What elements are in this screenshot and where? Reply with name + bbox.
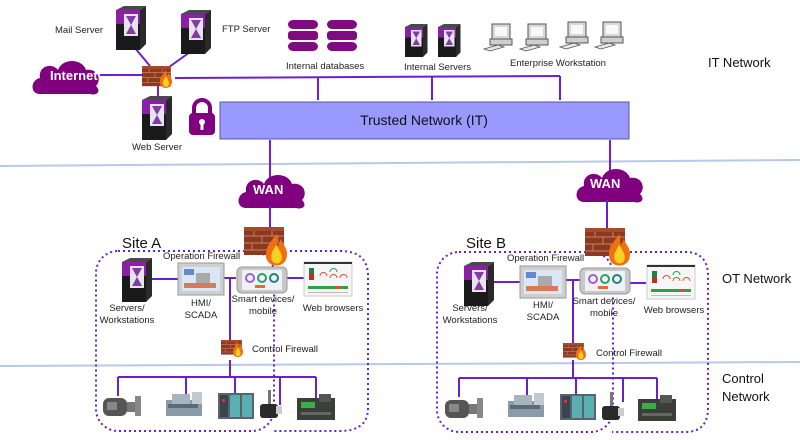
zone-label-ot: OT Network: [722, 271, 792, 286]
zone-label-control-line2: Network: [722, 389, 770, 404]
web-browsers-label: Web browsers: [303, 303, 364, 314]
enterprise-workstation-label: Enterprise Workstation: [510, 58, 606, 69]
hmi-panel-icon: [519, 265, 567, 299]
site-a-boundary: [95, 250, 275, 432]
servers-label-line1: Servers/: [109, 303, 145, 314]
web-browsers-label: Web browsers: [644, 305, 705, 316]
servers-label-line2: Workstations: [100, 315, 155, 326]
site-b: WAN Site B Operation Firewall Servers/ W…: [436, 169, 709, 433]
web-server-label: Web Server: [132, 142, 182, 153]
internal-servers-label: Internal Servers: [404, 62, 471, 73]
hmi-label-line2: SCADA: [185, 310, 218, 321]
site-name: Site A: [122, 235, 161, 252]
servers-label-line2: Workstations: [443, 315, 498, 326]
plc-icon: [560, 394, 596, 420]
smart-devices-label-line1: Smart devices/: [232, 294, 295, 305]
trusted-network-label: Trusted Network (IT): [360, 112, 488, 128]
workstation-icon: [594, 21, 624, 50]
internal-server-icon: [405, 24, 428, 57]
lock-icon: [189, 98, 215, 135]
ftp-server-label: FTP Server: [222, 24, 270, 35]
database-icon: [288, 20, 318, 51]
workstation-icon: [483, 23, 513, 52]
hmi-label-line1: HMI/: [191, 298, 211, 309]
server-icon: [122, 258, 152, 302]
smart-devices-label-line2: mobile: [590, 308, 618, 319]
mail-server-icon: [116, 6, 146, 50]
wan-label: WAN: [590, 176, 620, 191]
wan-label: WAN: [253, 182, 283, 197]
it-links: [100, 47, 611, 178]
site-name: Site B: [466, 235, 506, 252]
site-b-boundary: [436, 251, 614, 433]
smart-device-icon: [579, 267, 631, 295]
workstation-icon: [519, 23, 549, 52]
internal-databases-label: Internal databases: [286, 61, 364, 72]
smart-devices-label-line1: Smart devices/: [573, 296, 636, 307]
web-browser-icon: [303, 261, 353, 297]
operation-firewall-label: Operation Firewall: [507, 253, 584, 264]
motor-icon: [103, 396, 141, 416]
server-icon: [464, 262, 494, 306]
sensor-icon: [602, 392, 624, 420]
trusted-network-bar: [219, 101, 630, 140]
hmi-label-line1: HMI/: [533, 300, 553, 311]
web-browser-icon: [646, 264, 696, 300]
hmi-panel-icon: [177, 262, 225, 296]
zone-label-control-line1: Control: [722, 371, 764, 386]
internal-server-icon: [438, 24, 461, 57]
workstation-icon: [559, 21, 589, 50]
internet-label: Internet: [50, 68, 98, 83]
zone-label-it: IT Network: [708, 55, 771, 70]
ftp-server-icon: [181, 10, 211, 54]
servers-label-line1: Servers/: [452, 303, 488, 314]
plc-icon: [218, 393, 254, 419]
control-firewall-label: Control Firewall: [596, 348, 662, 359]
it-ot-divider: [0, 159, 800, 167]
operation-firewall-label: Operation Firewall: [163, 251, 240, 262]
sensor-icon: [260, 390, 282, 418]
hmi-label-line2: SCADA: [527, 312, 560, 323]
smart-device-icon: [236, 266, 288, 294]
control-firewall-label: Control Firewall: [252, 344, 318, 355]
ot-control-divider: [0, 361, 800, 367]
pump-icon: [166, 392, 202, 416]
pump-icon: [508, 393, 544, 417]
motor-icon: [445, 398, 483, 418]
web-server-icon: [142, 96, 172, 140]
smart-devices-label-line2: mobile: [249, 306, 277, 317]
database-icon: [327, 20, 357, 51]
mail-server-label: Mail Server: [55, 25, 103, 36]
site-a: WAN Site A Operation Firewall Servers/ W…: [95, 175, 369, 432]
